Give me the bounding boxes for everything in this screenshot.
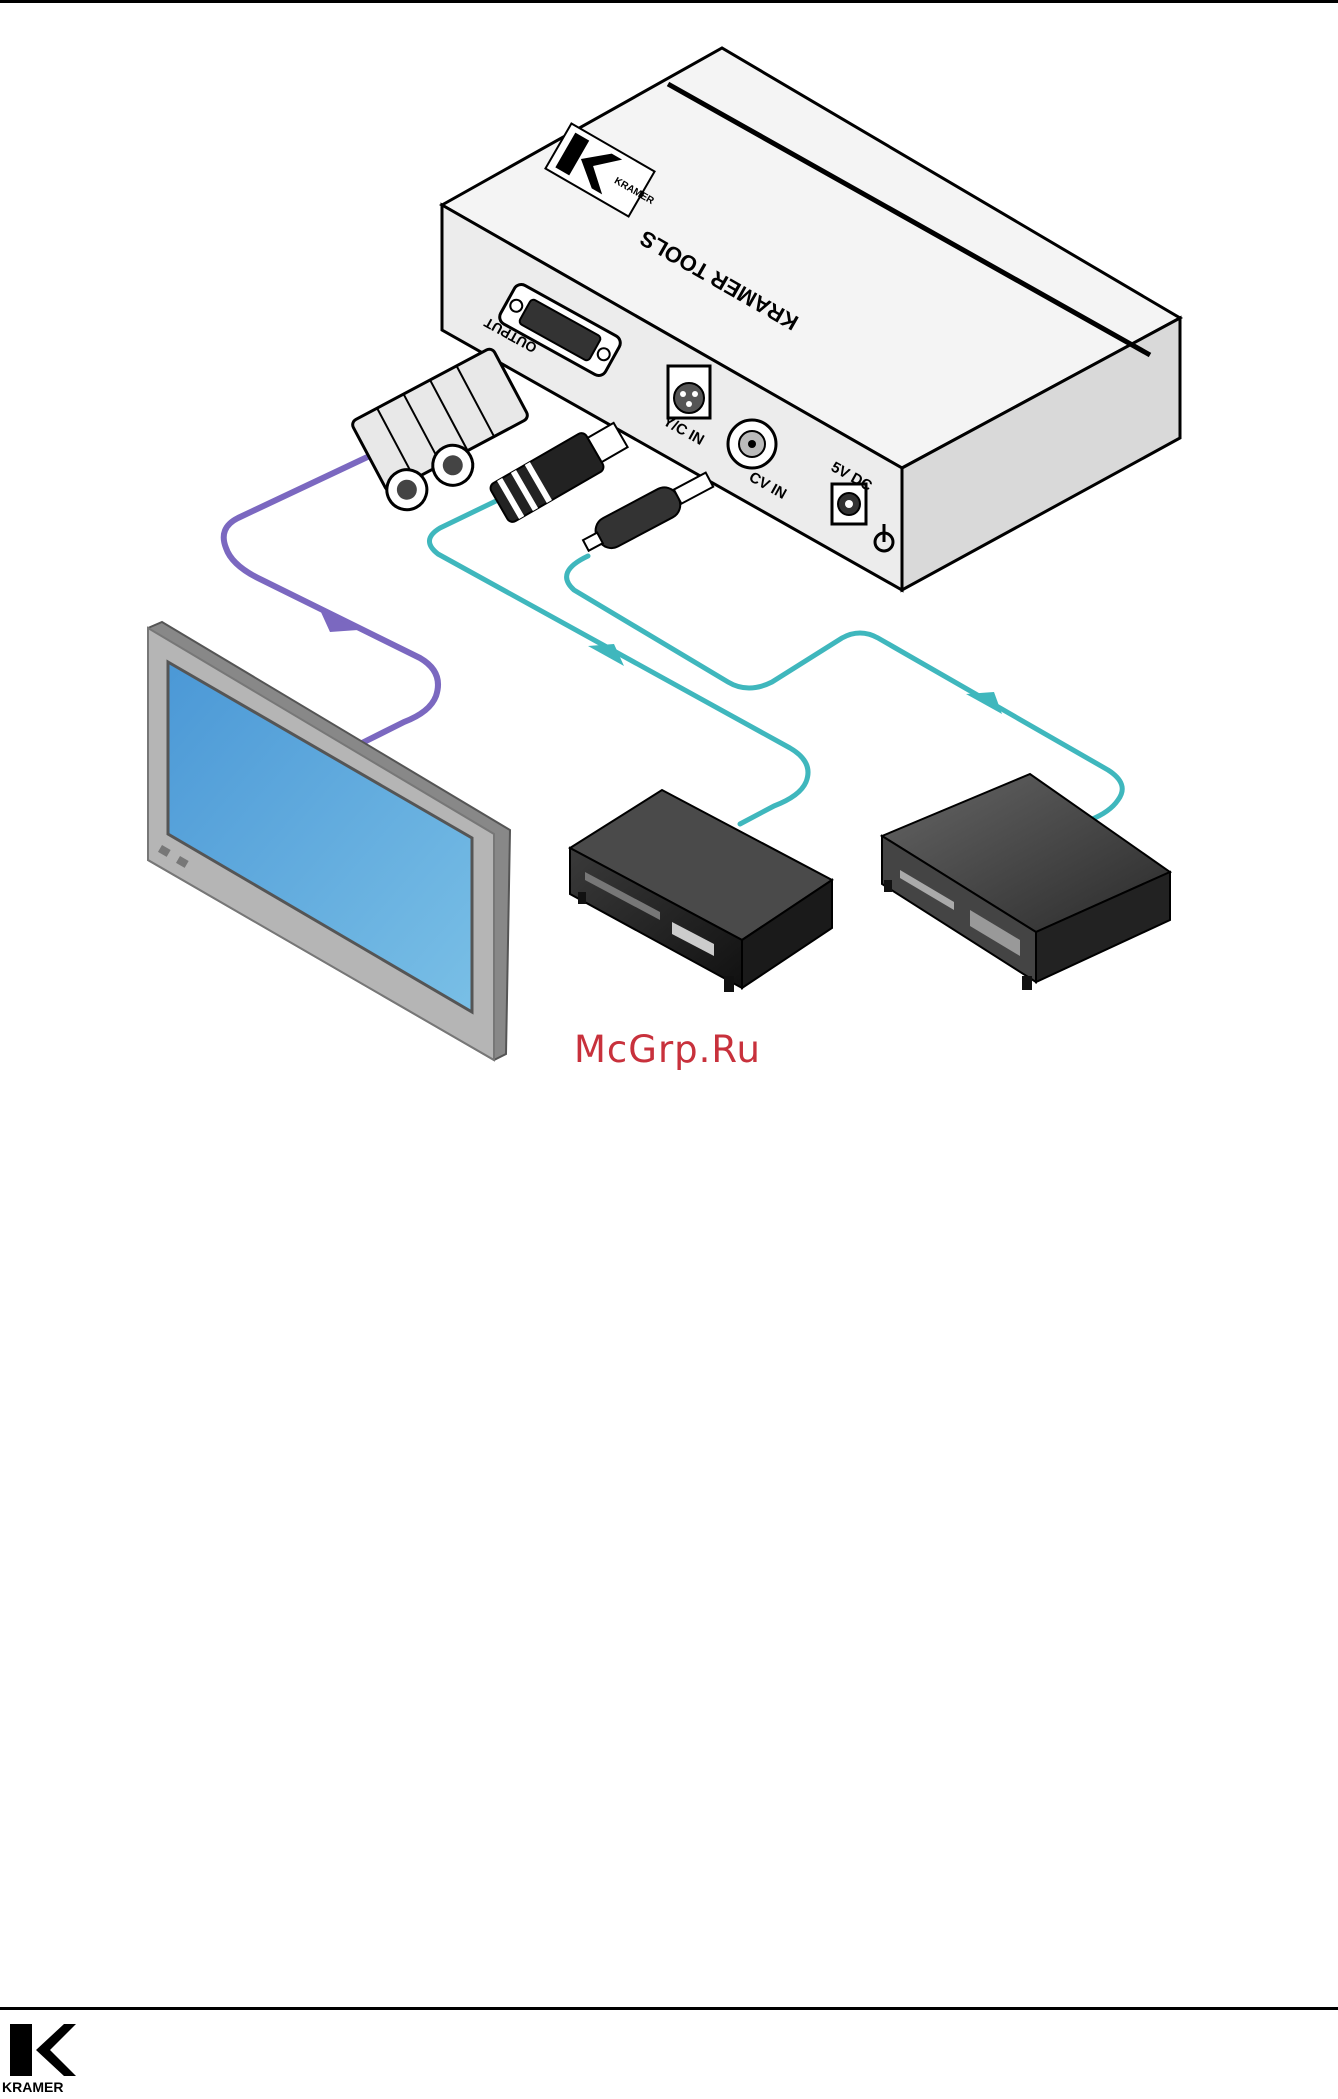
yc-arrow-icon xyxy=(588,644,624,666)
bottom-rule xyxy=(0,2007,1338,2010)
connection-diagram: KRAMER KRAMER TOOLS OUTPUT Y/C IN CV IN xyxy=(0,0,1338,1100)
dvd-player xyxy=(570,790,832,992)
cv-in-port xyxy=(728,420,776,468)
scaler-device: KRAMER KRAMER TOOLS OUTPUT Y/C IN CV IN xyxy=(442,48,1180,590)
media-player xyxy=(882,774,1170,990)
output-arrow-icon xyxy=(320,610,358,632)
svideo-plug xyxy=(488,416,631,524)
watermark-text: McGrp.Ru xyxy=(574,1028,761,1071)
flat-screen-display xyxy=(148,622,510,1060)
rca-plug xyxy=(578,466,717,560)
yc-in-port xyxy=(668,366,710,418)
kramer-footer-logo: KRAMER xyxy=(0,2016,80,2096)
footer-logo-text: KRAMER xyxy=(2,2079,63,2095)
cv-arrow-icon xyxy=(966,692,1002,714)
kramer-k-icon xyxy=(10,2024,32,2076)
